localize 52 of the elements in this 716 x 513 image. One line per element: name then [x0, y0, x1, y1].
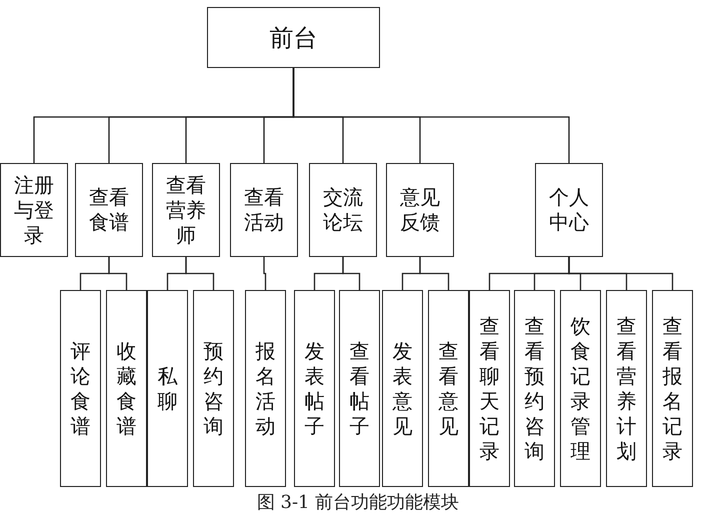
connector-line [342, 257, 360, 290]
module-label: 查看营养师 [165, 172, 207, 248]
module-box [75, 163, 143, 257]
module-box [207, 7, 380, 68]
module-box [382, 290, 423, 487]
module-box [560, 290, 601, 487]
module-label: 个人中心 [548, 185, 590, 235]
module-box [535, 163, 603, 257]
module-label: 报名活动 [254, 338, 276, 438]
module-label: 预约咨询 [202, 338, 224, 438]
module-label: 发表意见 [392, 338, 414, 438]
module-box [652, 290, 693, 487]
module-label: 前台 [268, 22, 318, 52]
module-label: 私聊 [156, 364, 178, 414]
module-label: 查看意见 [438, 338, 460, 438]
module-box [309, 163, 377, 257]
module-box [147, 290, 188, 487]
module-box [245, 290, 286, 487]
module-label: 发表帖子 [304, 338, 326, 438]
connector-line [185, 257, 214, 290]
module-box [428, 290, 469, 487]
module-box [606, 290, 647, 487]
module-box [339, 290, 380, 487]
module-label: 查看预约咨询 [524, 314, 546, 464]
connector-line [568, 257, 674, 290]
module-label: 查看聊天记录 [478, 314, 500, 464]
module-label: 饮食记录管理 [570, 314, 592, 464]
module-box [152, 163, 220, 257]
module-box [60, 290, 101, 487]
module-box [294, 290, 335, 487]
module-label: 查看营养计划 [616, 314, 638, 464]
module-label: 查看报名记录 [662, 314, 684, 464]
module-label: 交流论坛 [322, 185, 364, 235]
module-label: 查看帖子 [348, 338, 370, 438]
module-box [193, 290, 234, 487]
module-label: 注册与登录 [13, 172, 55, 248]
module-label: 评论食谱 [70, 338, 92, 438]
module-box [230, 163, 298, 257]
connector-line [292, 68, 570, 163]
module-label: 意见反馈 [399, 185, 441, 235]
caption: 图 3-1 前台功能功能模块 [256, 491, 460, 513]
module-box [0, 163, 68, 257]
connector-line [263, 257, 266, 290]
module-box [386, 163, 454, 257]
module-label: 查看活动 [243, 185, 285, 235]
connector-line [419, 257, 450, 290]
connector-line [108, 257, 128, 290]
module-label: 查看食谱 [88, 185, 130, 235]
module-box [514, 290, 555, 487]
module-label: 收藏食谱 [116, 338, 138, 438]
module-box [469, 290, 510, 487]
module-box [106, 290, 147, 487]
